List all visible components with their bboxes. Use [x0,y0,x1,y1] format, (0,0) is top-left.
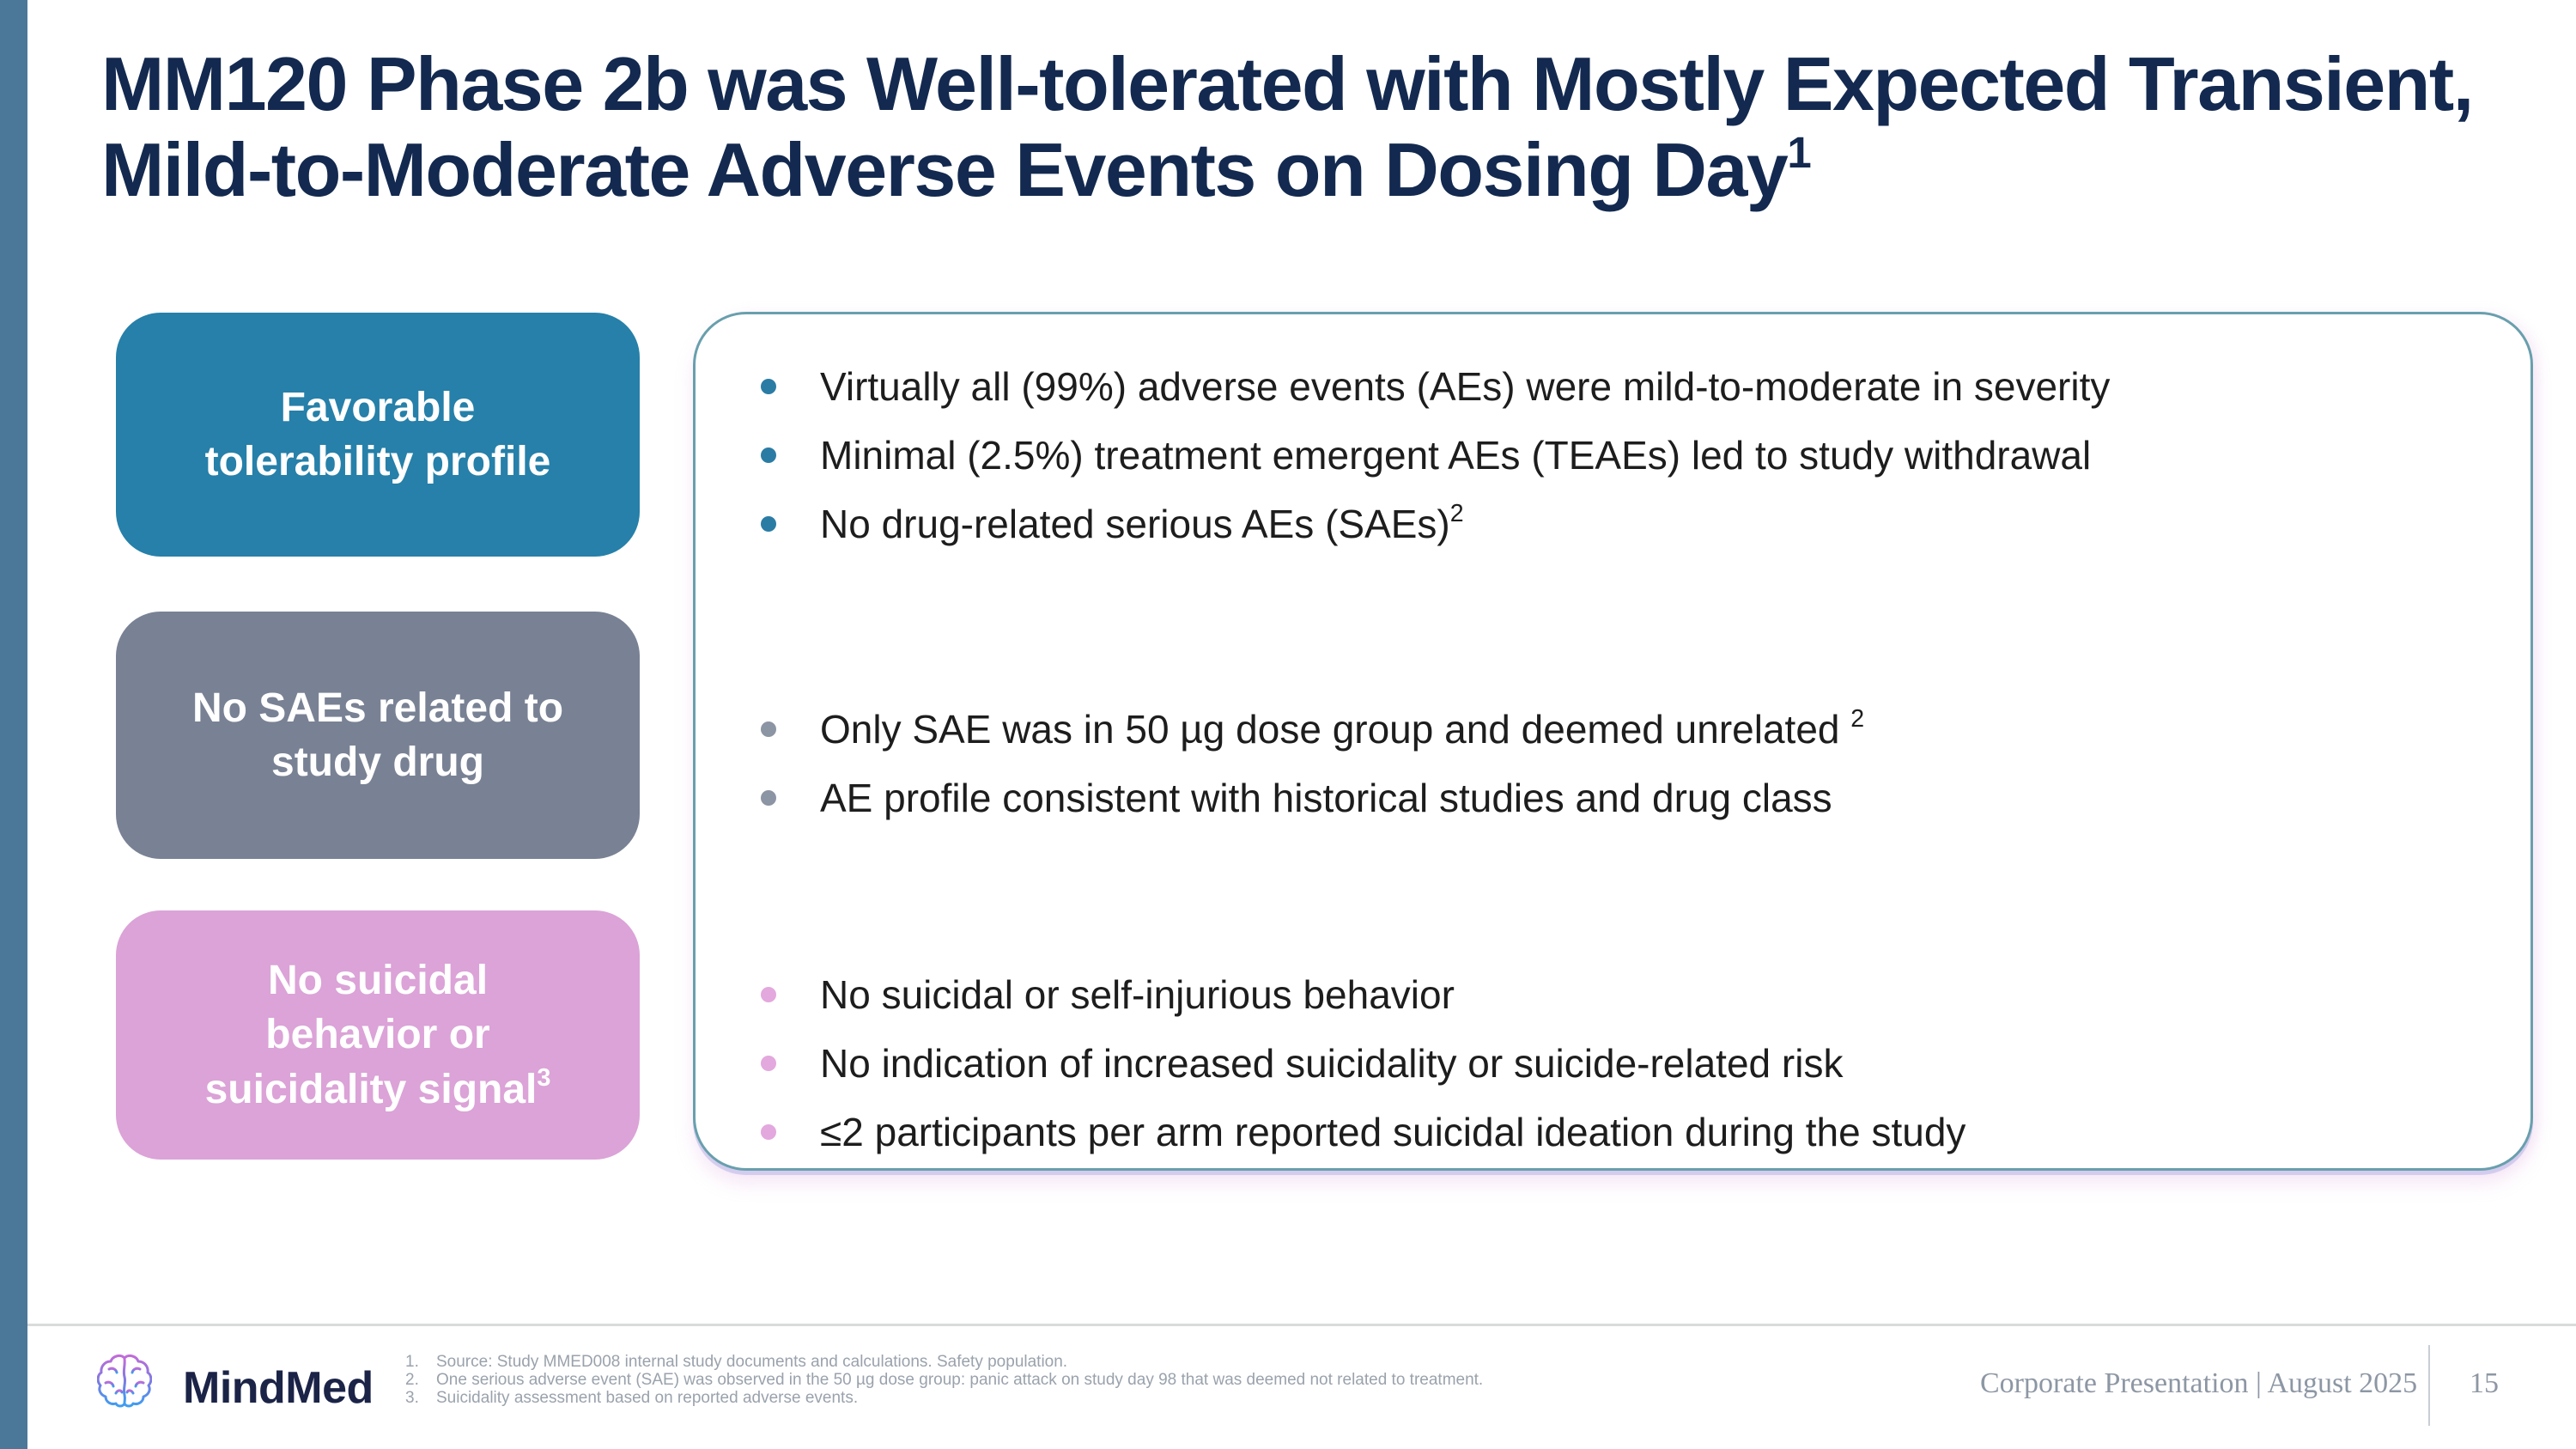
bullet-dot-icon [761,1124,776,1140]
footnote-item: 1. Source: Study MMED008 internal study … [405,1353,1483,1371]
saes-bullet-group: Only SAE was in 50 µg dose group and dee… [696,695,2496,832]
page-title-line1: MM120 Phase 2b was Well-tolerated with M… [101,41,2474,126]
box-line: No suicidal [267,957,489,1003]
page-title: MM120 Phase 2b was Well-tolerated with M… [101,41,2474,214]
mindmed-brain-logo-icon [97,1354,152,1408]
box-line: No SAEs related to [191,685,564,731]
left-accent-bar [0,0,27,1449]
bullet-item: Virtually all (99%) adverse events (AEs)… [696,352,2496,421]
box-line: study drug [271,740,484,785]
bullet-item: ≤2 participants per arm reported suicida… [696,1098,2496,1166]
no-suicidality-box: No suicidal behavior or suicidality sign… [116,910,640,1160]
no-saes-box: No SAEs related to study drug [116,612,640,859]
footnote-text: Suicidality assessment based on reported… [436,1389,859,1407]
title-superscript: 1 [1787,128,1811,178]
box-line: Favorable [280,384,476,430]
bullet-dot-icon [761,790,776,806]
bullet-item: No indication of increased suicidality o… [696,1029,2496,1098]
footnote-item: 2. One serious adverse event (SAE) was o… [405,1371,1483,1389]
footnote-text: Source: Study MMED008 internal study doc… [436,1353,1068,1371]
footnote-text: One serious adverse event (SAE) was obse… [436,1371,1484,1389]
suicidality-bullet-group: No suicidal or self-injurious behavior N… [696,960,2496,1166]
tolerability-bullet-group: Virtually all (99%) adverse events (AEs)… [696,352,2496,558]
bullet-item: AE profile consistent with historical st… [696,764,2496,832]
page-number: 15 [2470,1367,2499,1399]
presentation-label: Corporate Presentation | August 2025 [1980,1367,2418,1399]
bullet-dot-icon [761,1056,776,1071]
bullet-dot-icon [761,447,776,463]
favorable-tolerability-box: Favorable tolerability profile [116,313,640,557]
page-title-line2: Mild-to-Moderate Adverse Events on Dosin… [101,127,1812,213]
footnote-number: 3. [405,1389,419,1407]
box-line: suicidality signal3 [204,1063,551,1112]
bullet-dot-icon [761,721,776,737]
bullet-dot-icon [761,379,776,394]
box-superscript: 3 [537,1063,551,1092]
box-line: tolerability profile [204,439,551,484]
bullet-dot-icon [761,516,776,532]
footer-vertical-divider [2428,1345,2430,1426]
bullet-item: Only SAE was in 50 µg dose group and dee… [696,695,2496,764]
bullet-dot-icon [761,987,776,1002]
footnote-item: 3. Suicidality assessment based on repor… [405,1389,1483,1407]
footnote-number: 1. [405,1353,419,1371]
mindmed-wordmark: MindMed [183,1363,374,1413]
footnotes: 1. Source: Study MMED008 internal study … [405,1353,1483,1407]
footer-divider-line [27,1324,2576,1326]
bullet-item: Minimal (2.5%) treatment emergent AEs (T… [696,421,2496,490]
box-line: behavior or [265,1012,490,1058]
adverse-events-panel: Virtually all (99%) adverse events (AEs)… [693,312,2533,1171]
footnote-number: 2. [405,1371,419,1389]
bullet-item: No drug-related serious AEs (SAEs)2 [696,490,2496,558]
bullet-item: No suicidal or self-injurious behavior [696,960,2496,1029]
